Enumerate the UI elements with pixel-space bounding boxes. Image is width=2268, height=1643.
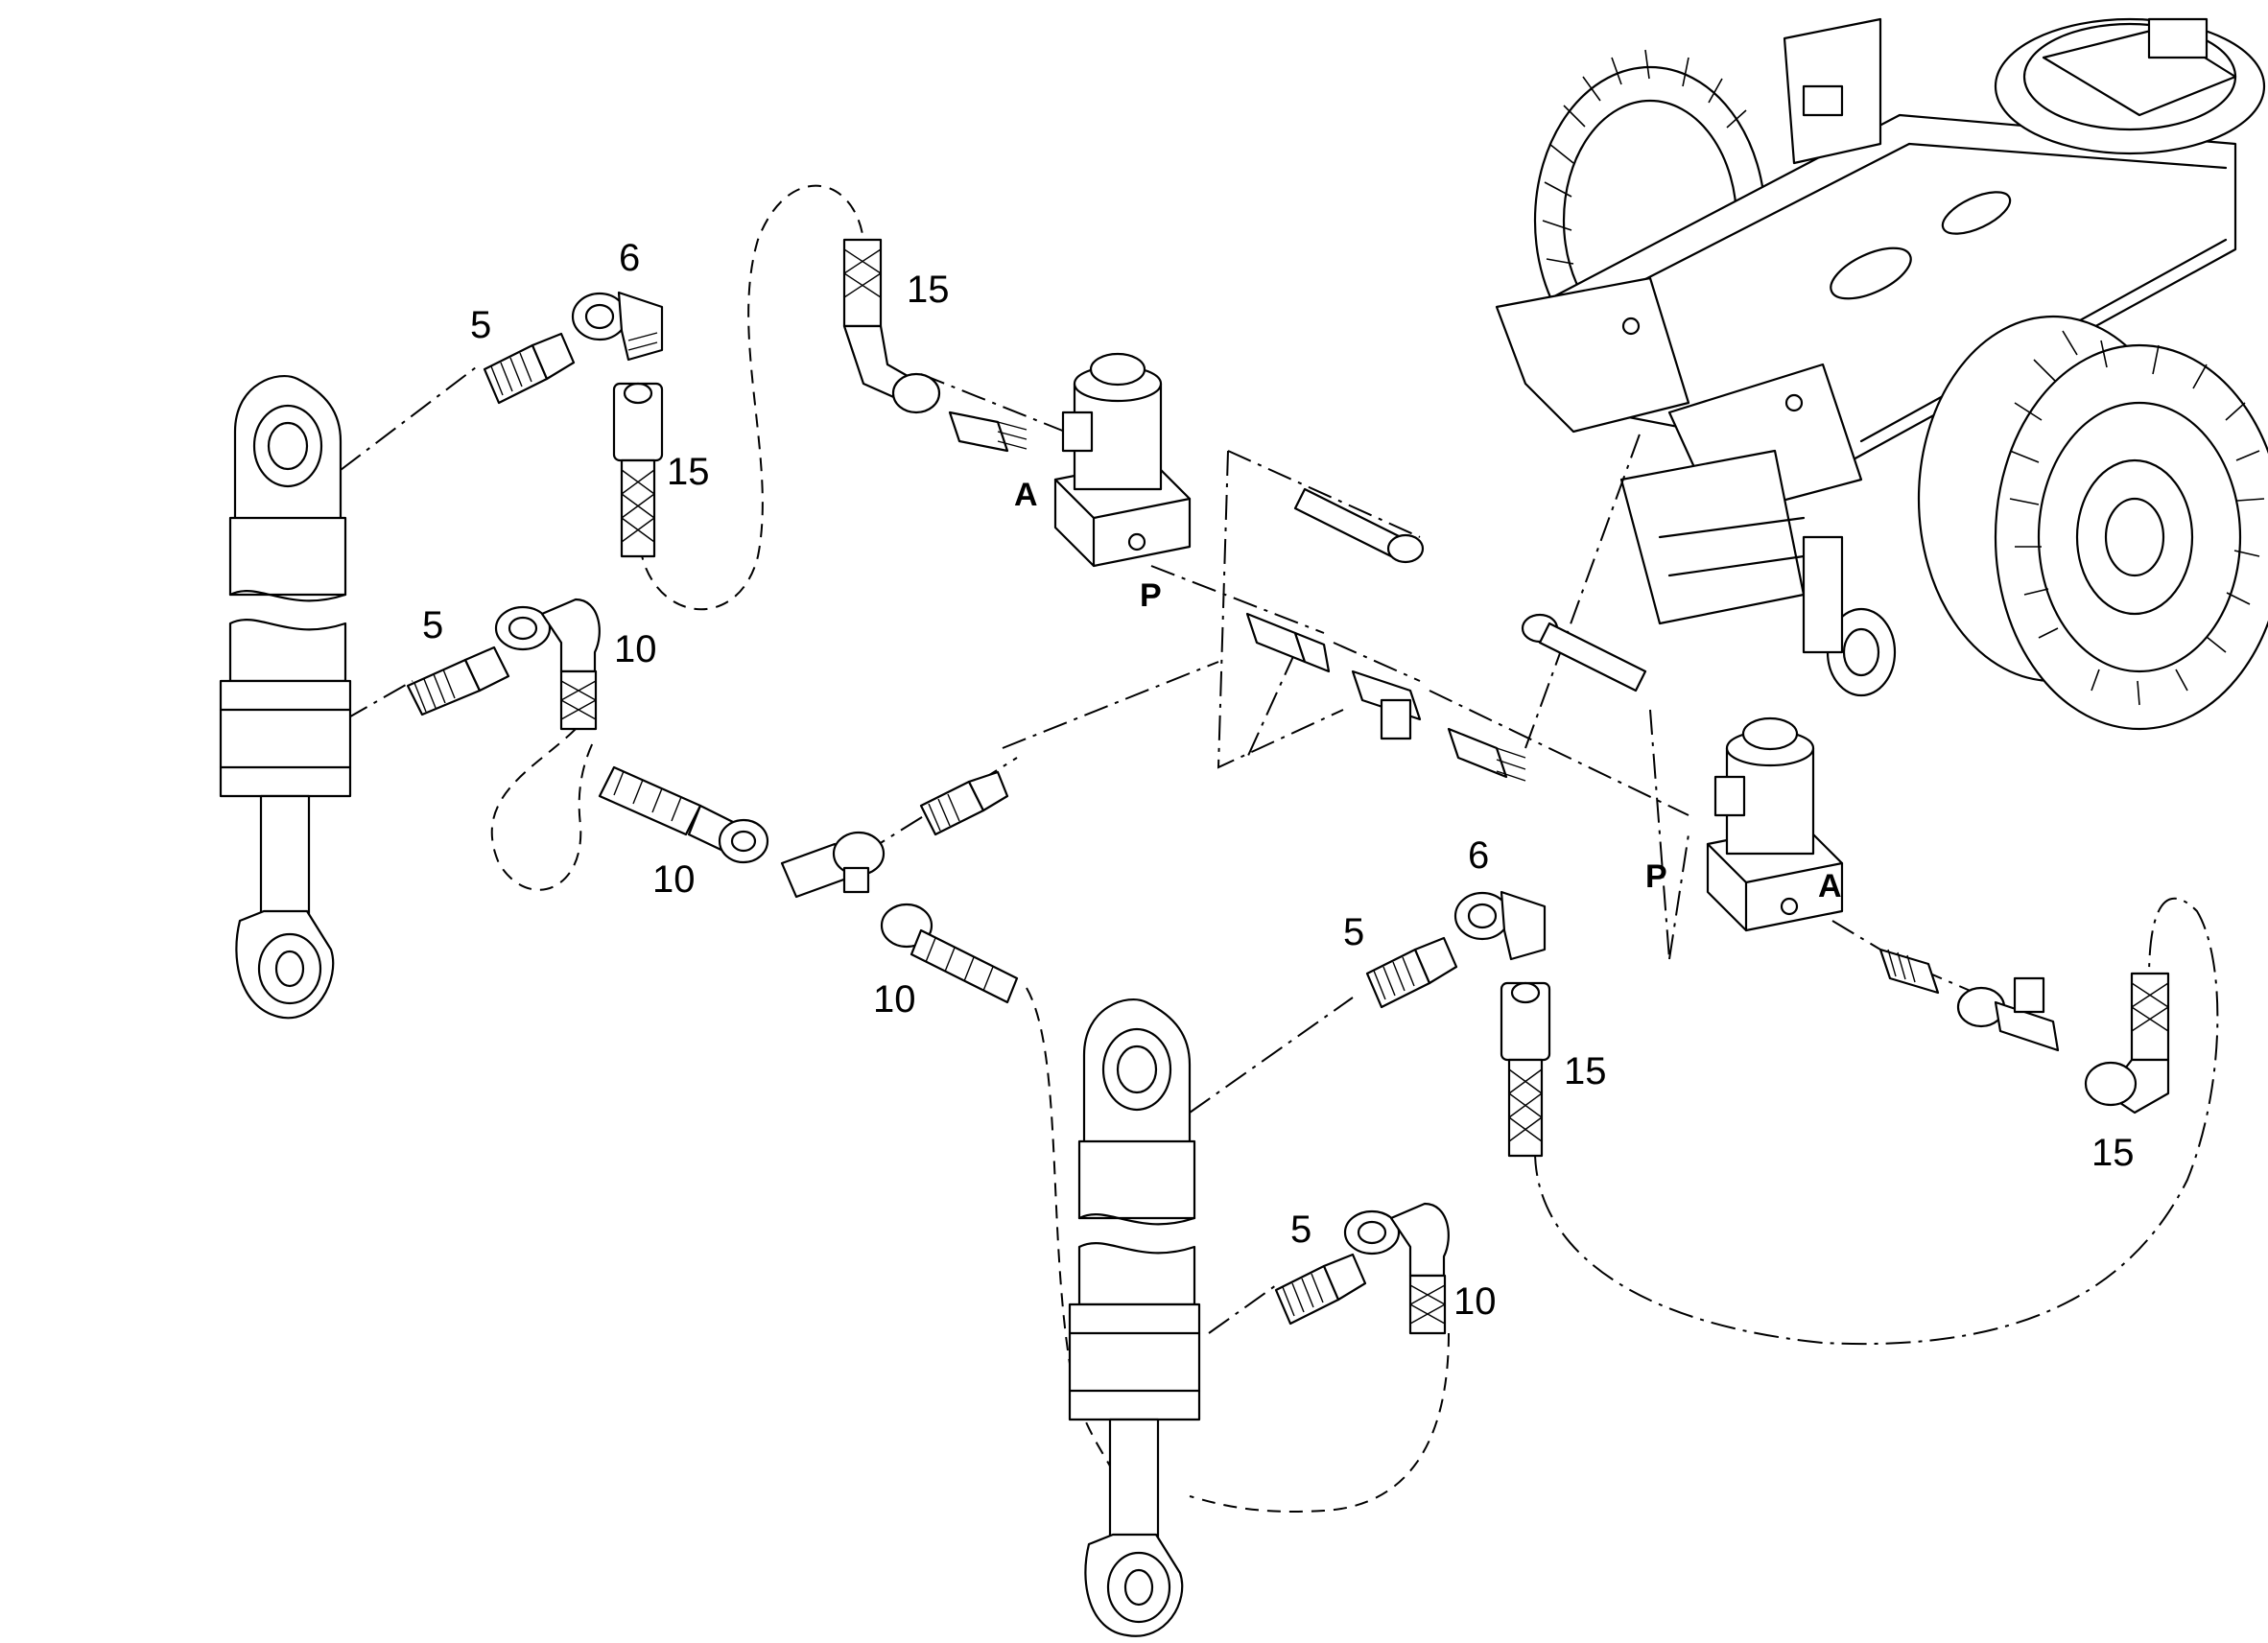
solenoid-valve-1 (1053, 352, 1192, 568)
callout-15: 15 (667, 451, 710, 493)
bolt-1 (1293, 487, 1425, 564)
hose-15b (842, 238, 941, 414)
callout-5: 5 (1290, 1209, 1311, 1251)
elbow-10d (1343, 1202, 1450, 1335)
port-label-a: A (1818, 868, 1842, 904)
adapter-5d (1274, 1253, 1367, 1326)
callout-6: 6 (1468, 834, 1489, 877)
hose-15c (1500, 981, 1551, 1158)
adapter-5c (1365, 936, 1458, 1009)
port-label-p: P (1645, 858, 1667, 895)
hose-15a (612, 382, 664, 558)
tee-mid (1351, 669, 1422, 740)
tee-right (1956, 976, 2060, 1052)
bolt-2 (1521, 613, 1647, 692)
callout-5: 5 (1343, 911, 1364, 953)
callout-10: 10 (1453, 1280, 1497, 1323)
solenoid-valve-2 (1706, 716, 1844, 932)
port-labels: A P P A (1014, 477, 1842, 904)
elbow-10a (494, 598, 601, 731)
tee-lower (780, 770, 1009, 899)
adapter-5b (406, 645, 510, 716)
callout-15: 15 (2091, 1132, 2135, 1174)
hose-10c (880, 903, 1019, 1004)
adapter-valve2-a (1878, 948, 1940, 995)
callout-10: 10 (873, 978, 916, 1021)
hose-15d (2084, 972, 2170, 1115)
adapter-5a (483, 332, 576, 405)
callout-6: 6 (619, 237, 640, 279)
port-label-p: P (1140, 577, 1162, 614)
callout-15: 15 (1564, 1050, 1607, 1092)
port-label-a: A (1014, 477, 1038, 513)
callout-5: 5 (422, 604, 443, 646)
hydraulic-cylinder-left (219, 374, 352, 1020)
callout-10: 10 (614, 628, 657, 670)
callout-10: 10 (652, 858, 696, 901)
hydraulic-cylinder-lower (1068, 998, 1201, 1637)
vehicle-chassis (1495, 17, 2268, 731)
adapter-mid-2 (1447, 727, 1526, 782)
elbow-6b (1453, 890, 1547, 961)
callout-5: 5 (470, 304, 491, 346)
fittings (406, 238, 2170, 1335)
callout-15: 15 (907, 269, 950, 311)
elbow-6a (571, 291, 664, 362)
adapter-mid-1 (1245, 612, 1331, 673)
adapter-valve1-a (948, 411, 1028, 453)
hose-10b (598, 765, 769, 864)
callout-labels: 5 6 15 15 5 10 10 10 6 5 15 15 5 10 (422, 237, 2135, 1323)
